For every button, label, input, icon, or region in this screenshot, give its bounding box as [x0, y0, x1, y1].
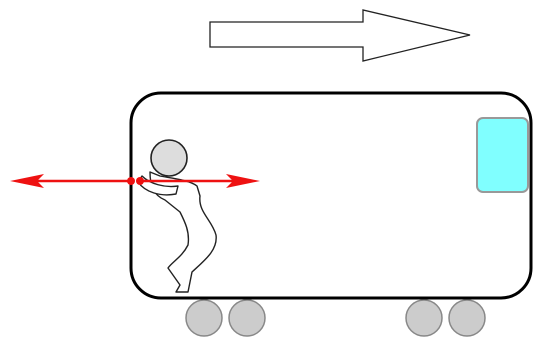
wheels [186, 300, 485, 336]
train-window [477, 118, 528, 192]
wheel [449, 300, 485, 336]
wheel [406, 300, 442, 336]
motion-direction-arrow [210, 10, 470, 61]
force-contact-point [127, 177, 135, 185]
person-head [151, 140, 187, 176]
wheel [186, 300, 222, 336]
force-contact-point [136, 177, 144, 185]
wheel [229, 300, 265, 336]
